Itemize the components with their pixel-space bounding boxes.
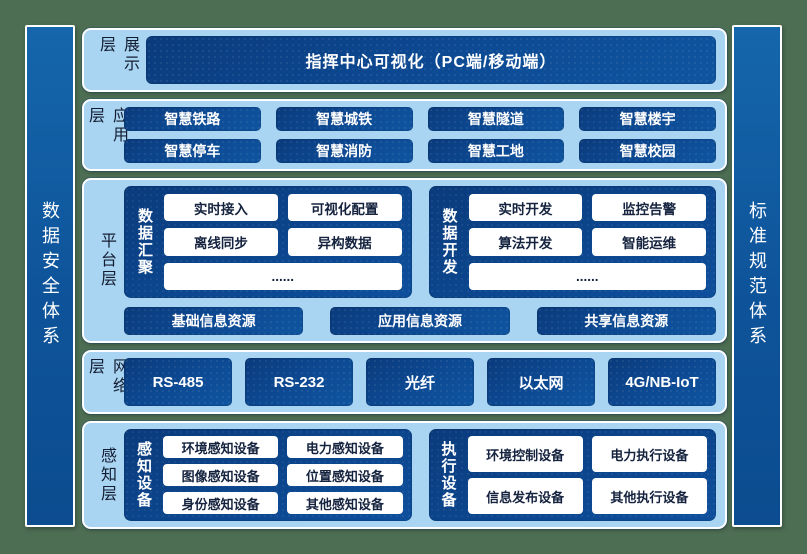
application-box: 智慧隧道 bbox=[427, 107, 565, 131]
network-box: RS-485 bbox=[124, 358, 232, 406]
pillar-label: 标准规范体系 bbox=[747, 201, 767, 351]
layer-application: 应用层 智慧铁路 智慧城铁 智慧隧道 智慧楼宇 智慧停车 智慧消防 智慧工地 智… bbox=[82, 99, 727, 171]
application-box: 智慧停车 bbox=[124, 139, 261, 163]
resource-box: 共享信息资源 bbox=[536, 307, 716, 335]
application-box: 智慧铁路 bbox=[124, 107, 261, 131]
resource-box: 基础信息资源 bbox=[124, 307, 304, 335]
platform-item: 算法开发 bbox=[468, 228, 583, 256]
group-label: 执行设备 bbox=[439, 441, 457, 509]
network-box: 4G/NB-IoT bbox=[608, 358, 716, 406]
group-execution-devices: 执行设备 环境控制设备 电力执行设备 信息发布设备 其他执行设备 bbox=[429, 429, 717, 521]
network-box: 光纤 bbox=[366, 358, 474, 406]
device-item: 电力感知设备 bbox=[287, 436, 403, 458]
platform-item: 实时开发 bbox=[468, 194, 583, 222]
device-item: 环境感知设备 bbox=[163, 436, 279, 458]
pillar-standards: 标准规范体系 bbox=[732, 25, 782, 527]
resource-box: 应用信息资源 bbox=[330, 307, 510, 335]
group-data-aggregation: 数据汇聚 实时接入 可视化配置 离线同步 异构数据 ...... bbox=[124, 186, 412, 298]
layer-label: 平台层 bbox=[98, 232, 115, 289]
platform-item-more: ...... bbox=[468, 262, 706, 290]
pillar-data-security: 数据安全体系 bbox=[25, 25, 75, 527]
pillar-label: 数据安全体系 bbox=[40, 201, 60, 351]
layer-perception: 感知层 感知设备 环境感知设备 电力感知设备 图像感知设备 位置感知设备 身份感… bbox=[82, 421, 727, 529]
device-item: 信息发布设备 bbox=[467, 478, 583, 514]
layer-label: 展示层 bbox=[97, 36, 138, 74]
device-item: 身份感知设备 bbox=[163, 492, 279, 514]
layer-label: 感知层 bbox=[98, 446, 115, 504]
application-box: 智慧城铁 bbox=[275, 107, 413, 131]
network-box: 以太网 bbox=[487, 358, 595, 406]
group-sensing-devices: 感知设备 环境感知设备 电力感知设备 图像感知设备 位置感知设备 身份感知设备 … bbox=[124, 429, 412, 521]
application-box: 智慧校园 bbox=[579, 139, 716, 163]
platform-item-more: ...... bbox=[164, 262, 402, 290]
group-data-development: 数据开发 实时开发 监控告警 算法开发 智能运维 ...... bbox=[429, 186, 717, 298]
platform-item: 异构数据 bbox=[287, 228, 402, 256]
display-box-command-center: 指挥中心可视化（PC端/移动端） bbox=[146, 36, 716, 84]
device-item: 位置感知设备 bbox=[287, 464, 403, 486]
group-label: 数据汇聚 bbox=[136, 208, 153, 276]
platform-item: 离线同步 bbox=[164, 228, 278, 256]
layer-network: 网络层 RS-485 RS-232 光纤 以太网 4G/NB-IoT bbox=[82, 350, 727, 414]
device-item: 环境控制设备 bbox=[467, 436, 583, 472]
layer-label: 网络层 bbox=[86, 358, 127, 396]
application-box: 智慧楼宇 bbox=[579, 107, 716, 131]
network-box: RS-232 bbox=[245, 358, 353, 406]
layer-display: 展示层 指挥中心可视化（PC端/移动端） bbox=[82, 28, 727, 92]
device-item: 图像感知设备 bbox=[163, 464, 279, 486]
layer-label: 应用层 bbox=[86, 107, 127, 145]
group-label: 数据开发 bbox=[440, 208, 458, 276]
device-item: 其他执行设备 bbox=[591, 478, 707, 514]
application-box: 智慧工地 bbox=[427, 139, 565, 163]
platform-item: 监控告警 bbox=[592, 194, 706, 222]
layer-platform: 平台层 数据汇聚 实时接入 可视化配置 离线同步 异构数据 ...... bbox=[82, 178, 727, 343]
platform-item: 可视化配置 bbox=[287, 194, 402, 222]
device-item: 电力执行设备 bbox=[591, 436, 707, 472]
platform-item: 智能运维 bbox=[592, 228, 706, 256]
layer-stack: 展示层 指挥中心可视化（PC端/移动端） 应用层 智慧铁路 智慧城铁 智慧隧道 … bbox=[82, 28, 727, 529]
group-label: 感知设备 bbox=[135, 441, 152, 509]
application-box: 智慧消防 bbox=[275, 139, 413, 163]
device-item: 其他感知设备 bbox=[287, 492, 403, 514]
platform-item: 实时接入 bbox=[164, 194, 278, 222]
